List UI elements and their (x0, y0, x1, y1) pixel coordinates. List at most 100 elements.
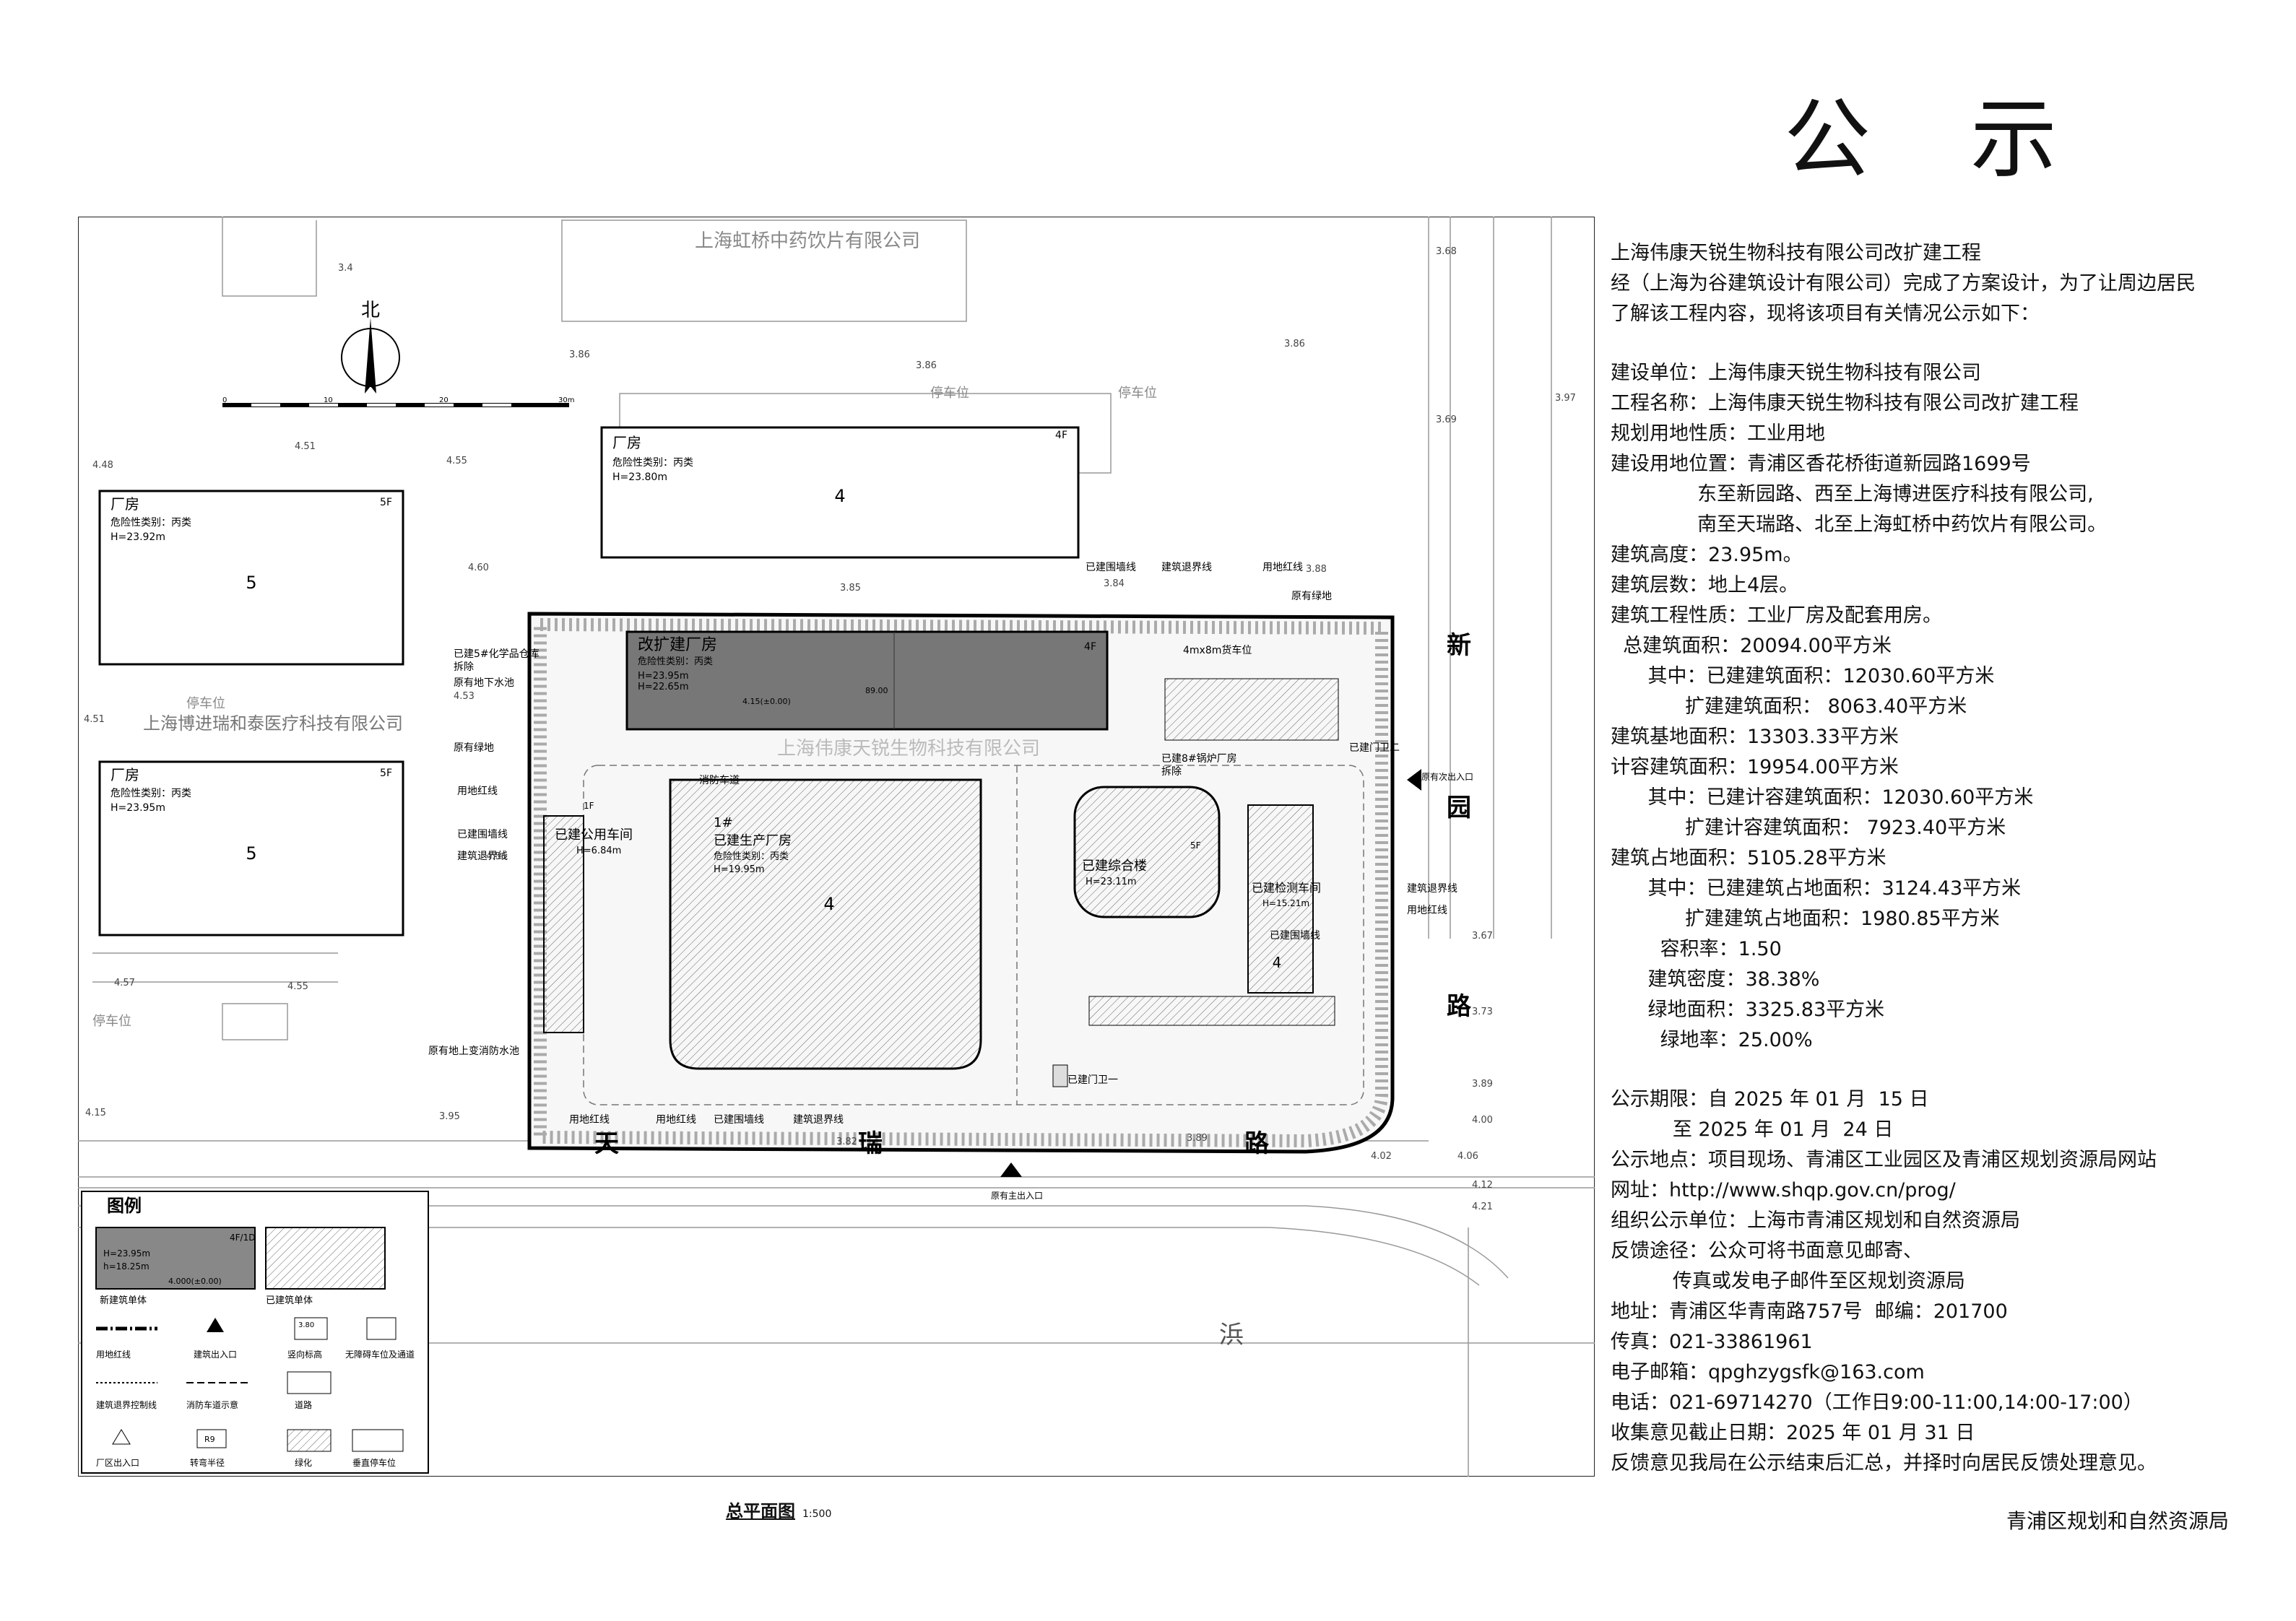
legend-item: 厂区出入口 (96, 1458, 139, 1468)
label-greenland: 原有绿地 (454, 742, 494, 754)
svg-text:89.00: 89.00 (865, 686, 888, 695)
label-setback-south: 建筑退界线 (793, 1114, 844, 1126)
publicity-line: 组织公示单位：上海市青浦区规划和自然资源局 (1611, 1209, 2020, 1232)
publicity-line: 电话：021-69714270（工作日9:00-11:00,14:00-17:0… (1611, 1391, 2143, 1414)
svg-text:4.12: 4.12 (1472, 1180, 1493, 1191)
scale-tick: 20 (439, 396, 449, 404)
info-line: 建设单位：上海伟康天锐生物科技有限公司 (1611, 362, 1981, 384)
svg-text:3.86: 3.86 (916, 360, 937, 371)
svg-text:4.00: 4.00 (1472, 1115, 1493, 1126)
svg-text:5F: 5F (380, 768, 392, 779)
site-plan: 上海虹桥中药饮片有限公司 上海博进瑞和泰医疗科技有限公司 北 0 10 20 3… (78, 217, 1595, 1477)
svg-text:5: 5 (246, 573, 256, 593)
info-line: 建筑高度：23.95m。 (1611, 544, 1803, 566)
notice-title: 公 示 (1784, 90, 2094, 190)
svg-text:厂房: 厂房 (111, 766, 139, 783)
publicity-line: 至 2025 年 01 月 24 日 (1611, 1118, 1894, 1141)
svg-text:h=18.25m: h=18.25m (103, 1261, 150, 1272)
footer-org: 青浦区规划和自然资源局 (2006, 1509, 2230, 1533)
label-fence-east: 已建围墙线 (1270, 930, 1320, 942)
svg-text:3.95: 3.95 (439, 1111, 460, 1122)
neighbor-west-factory-1: 厂房 危险性类别：丙类 H=23.92m 5F 5 (98, 490, 404, 666)
scale-tick: 0 (222, 396, 227, 404)
label-setback-east: 建筑退界线 (1407, 883, 1457, 895)
label-pump: 原有地上变消防水池 (428, 1046, 519, 1057)
svg-text:4.48: 4.48 (92, 460, 113, 471)
svg-text:已建筑单体: 已建筑单体 (266, 1295, 313, 1306)
svg-text:4.21: 4.21 (1472, 1201, 1493, 1212)
scale-tick: 10 (324, 396, 333, 404)
label-redline: 用地红线 (457, 786, 498, 797)
label-parking-3: 停车位 (186, 696, 225, 711)
svg-text:天: 天 (594, 1129, 619, 1158)
publicity-line: 公示地点：项目现场、青浦区工业园区及青浦区规划资源局网站 (1611, 1149, 2157, 1171)
svg-text:危险性类别：丙类: 危险性类别：丙类 (111, 517, 191, 529)
email-line[interactable]: 电子邮箱：qpghzygsfk@163.com (1611, 1361, 1925, 1383)
svg-text:4.55: 4.55 (446, 456, 467, 466)
label-parking-4: 停车位 (92, 1014, 131, 1029)
svg-text:4.55: 4.55 (287, 981, 308, 992)
legend-new-building-swatch (95, 1227, 256, 1290)
svg-text:3.68: 3.68 (1436, 246, 1457, 257)
intro-line: 经（上海为谷建筑设计有限公司）完成了方案设计，为了让周边居民 (1611, 272, 2196, 295)
parking-row (1088, 996, 1335, 1026)
svg-text:4.02: 4.02 (1371, 1151, 1392, 1162)
website-link[interactable]: 网址：http://www.shqp.gov.cn/prog/ (1611, 1179, 1956, 1201)
svg-text:3.4: 3.4 (338, 263, 353, 274)
info-line: 规划用地性质：工业用地 (1611, 422, 1825, 445)
legend-item: 垂直停车位 (352, 1457, 396, 1468)
info-line: 扩建计容建筑面积： 7923.40平方米 (1611, 817, 2006, 839)
neighbor-west-label: 上海博进瑞和泰医疗科技有限公司 (143, 713, 403, 734)
neighbor-north-label: 上海虹桥中药饮片有限公司 (695, 230, 920, 252)
expansion-factory: 改扩建厂房 危险性类别：丙类 H=23.95m H=22.65m 4F 4.15… (625, 630, 1109, 731)
svg-text:瑞: 瑞 (858, 1129, 883, 1158)
notice-text: 上海伟康天锐生物科技有限公司改扩建工程 经（上海为谷建筑设计有限公司）完成了方案… (1611, 238, 2282, 1479)
legend-existing-building-swatch (265, 1227, 386, 1290)
secondary-entrance-icon: 原有次出入口 (1407, 769, 1473, 791)
label-fence: 已建围墙线 (457, 829, 508, 840)
neighbor-west-factory-2: 厂房 危险性类别：丙类 H=23.95m 5F 5 (98, 760, 404, 936)
label-setback: 建筑退界线 (457, 851, 508, 862)
info-line: 绿地率：25.00% (1611, 1029, 1813, 1051)
elevation-markers: 3.4 3.86 3.86 3.86 4.51 4.48 4.55 4.60 4… (84, 246, 1576, 1212)
info-line: 其中：已建计容建筑面积：12030.60平方米 (1611, 786, 2034, 809)
svg-text:H=22.65m: H=22.65m (638, 682, 689, 692)
guard-label-1: 已建门卫一 (1067, 1074, 1118, 1086)
main-entrance-icon: 原有主出入口 (991, 1162, 1043, 1201)
svg-text:3.89: 3.89 (1472, 1079, 1493, 1090)
info-line: 建筑密度：38.38% (1611, 968, 1820, 991)
label-underground-pool: 原有地下水池 (454, 677, 514, 689)
svg-text:4.51: 4.51 (295, 441, 316, 452)
info-line: 建筑基地面积：13303.33平方米 (1611, 726, 1899, 748)
svg-text:H=23.80m: H=23.80m (612, 471, 667, 483)
production-building: 1# 已建生产厂房 危险性类别：丙类 H=19.95m 4 (669, 778, 982, 1070)
publicity-line: 传真或发电子邮件至区规划资源局 (1611, 1270, 1965, 1292)
legend-item: 无障碍车位及通道 (345, 1349, 415, 1360)
info-line: 南至天瑞路、北至上海虹桥中药饮片有限公司。 (1611, 513, 2107, 536)
svg-text:R9: R9 (204, 1435, 215, 1444)
svg-text:H=23.11m: H=23.11m (1086, 877, 1137, 887)
svg-text:危险性类别：丙类: 危险性类别：丙类 (714, 851, 789, 862)
svg-text:已建生产厂房: 已建生产厂房 (714, 833, 792, 848)
svg-text:3.89: 3.89 (1187, 1133, 1208, 1144)
label-chem-plant: 已建8#锅炉厂房 (1161, 753, 1237, 765)
svg-text:4.60: 4.60 (468, 562, 489, 573)
public-workshop: 已建公用车间 H=6.84m 1F (543, 801, 633, 1033)
neighbor-north-factory: 厂房 危险性类别：丙类 H=23.80m 4F 4 (600, 426, 1080, 559)
svg-text:H=15.21m: H=15.21m (1262, 898, 1309, 908)
svg-text:原有主出入口: 原有主出入口 (991, 1191, 1043, 1201)
svg-text:3.86: 3.86 (1284, 339, 1305, 349)
svg-text:1F: 1F (584, 801, 594, 811)
label-redline-north: 用地红线 (1262, 562, 1303, 573)
info-line: 东至新园路、西至上海博进医疗科技有限公司, (1611, 483, 2094, 505)
legend-item: 转弯半径 (190, 1457, 225, 1468)
legend-item: 消防车道示意 (186, 1399, 238, 1410)
svg-text:4.53: 4.53 (454, 691, 475, 702)
svg-text:4mx8m货车位: 4mx8m货车位 (1183, 644, 1252, 656)
svg-text:原有次出入口: 原有次出入口 (1421, 772, 1473, 782)
svg-text:1#: 1# (714, 815, 733, 830)
svg-text:3.80: 3.80 (298, 1321, 314, 1329)
north-arrow-icon: 北 (341, 300, 400, 394)
svg-text:危险性类别：丙类: 危险性类别：丙类 (111, 788, 191, 799)
svg-text:园: 园 (1447, 794, 1471, 822)
